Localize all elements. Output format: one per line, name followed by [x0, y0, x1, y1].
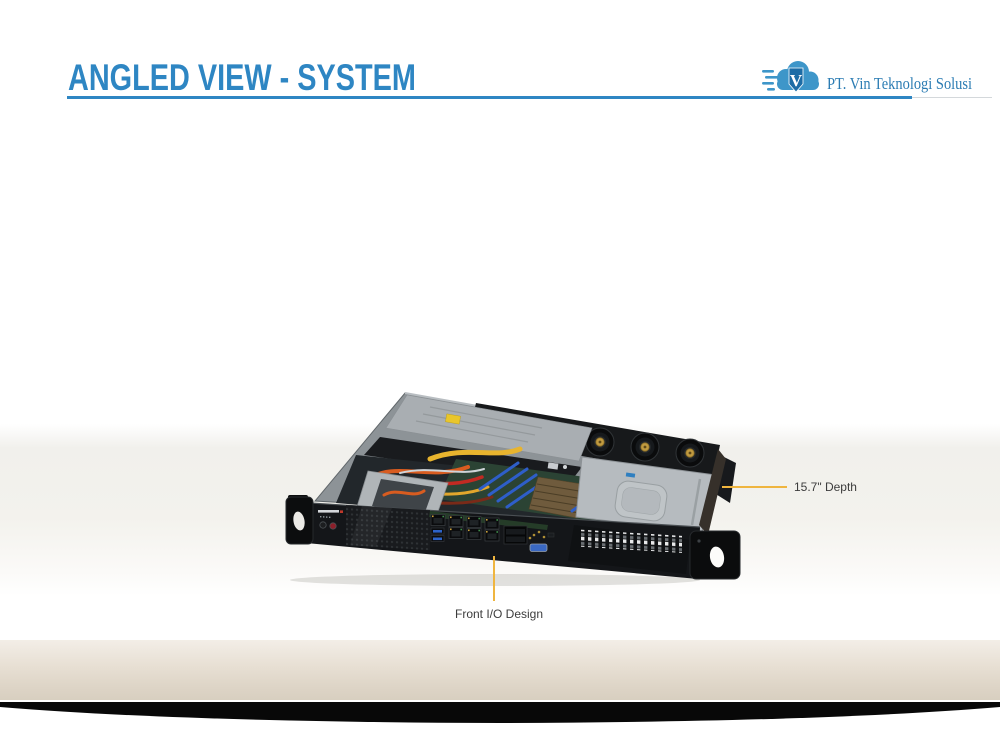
usb-ports: [430, 527, 445, 542]
bottom-swoosh-shape: [0, 702, 1000, 723]
cloud-logo-icon: V: [762, 61, 819, 93]
title-underline: [67, 96, 912, 99]
server-shadow: [290, 574, 700, 586]
vga-port: [529, 543, 548, 552]
fan-icon: [675, 438, 705, 468]
depth-callout-label: 15.7" Depth: [794, 480, 857, 494]
rack-ear-right: [689, 530, 741, 580]
ethernet-ports: [430, 514, 500, 542]
warning-sticker: [445, 413, 461, 425]
pcb-components: [528, 530, 555, 540]
rack-ear-left: [285, 495, 314, 545]
server-front-panel: [306, 502, 701, 579]
expansion-vents: [568, 525, 690, 574]
server-photo: [285, 392, 741, 586]
blue-sticker: [625, 472, 636, 478]
logo-monogram: V: [790, 71, 803, 90]
server-right-cover: [575, 456, 717, 533]
power-button: [319, 521, 327, 529]
background-band-beige: [0, 640, 1000, 700]
fan-icon: [585, 427, 615, 457]
title-underline-extension: [912, 97, 992, 98]
front-mesh-grille: [346, 505, 430, 551]
logo-company-name: PT. Vin Teknologi Solusi: [827, 74, 973, 93]
reset-button: [329, 522, 337, 530]
company-logo: V PT. Vin Teknologi Solusi: [762, 56, 998, 106]
server-rear-cover-plate: [385, 394, 593, 462]
depth-callout-line: [722, 486, 787, 488]
front-io-callout-line: [493, 556, 495, 601]
sfp-ports: [503, 525, 528, 545]
front-io-callout-label: Front I/O Design: [455, 607, 544, 621]
page-title: ANGLED VIEW - SYSTEM: [68, 57, 416, 98]
brand-label: [318, 510, 339, 513]
fan-icon: [630, 432, 660, 462]
server-cpu-heatsink: [528, 476, 589, 519]
